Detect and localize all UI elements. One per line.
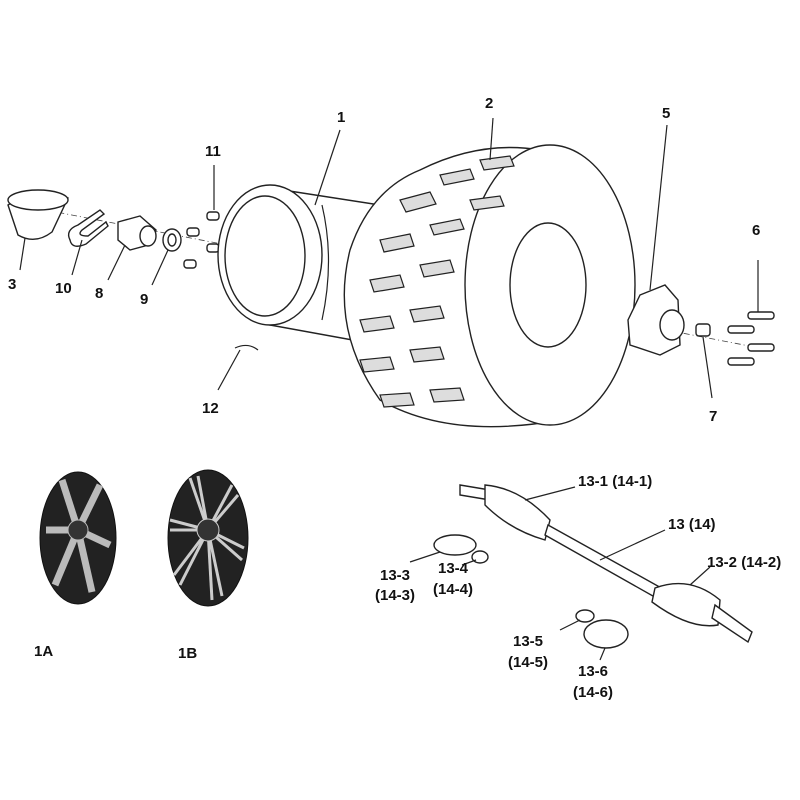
part-5-wheel-hub (627, 284, 685, 356)
part-10-cotter-pin (67, 209, 109, 247)
callout-13-1: 13-1 (14-1) (578, 473, 652, 490)
callout-1a: 1A (34, 643, 53, 660)
callout-3: 3 (8, 276, 16, 293)
callout-13-3: 13-3 (380, 567, 410, 584)
callout-14-5: (14-5) (508, 654, 548, 671)
callout-5: 5 (662, 105, 670, 122)
part-8-castle-nut (117, 215, 157, 251)
part-1b-wheel (167, 469, 249, 607)
callout-9: 9 (140, 291, 148, 308)
callout-6: 6 (752, 222, 760, 239)
callout-11: 11 (205, 143, 221, 160)
part-1a-wheel (39, 471, 117, 605)
callout-13-2: 13-2 (14-2) (707, 554, 781, 571)
callout-10: 10 (55, 280, 72, 297)
part-12-valve-stem (234, 344, 259, 351)
callout-13: 13 (14) (668, 516, 716, 533)
callout-13-4: 13-4 (438, 560, 469, 577)
callout-14-4: (14-4) (433, 581, 473, 598)
leader-lines (19, 117, 759, 661)
part-7-hub-nut (695, 323, 711, 337)
callout-2: 2 (485, 95, 493, 112)
callout-12: 12 (202, 400, 219, 417)
callout-14-6: (14-6) (573, 684, 613, 701)
callout-7: 7 (709, 408, 717, 425)
callout-13-5: 13-5 (513, 633, 543, 650)
part-3-hub-cap (7, 189, 69, 240)
callout-8: 8 (95, 285, 103, 302)
callout-1b: 1B (178, 645, 197, 662)
callout-14-3: (14-3) (375, 587, 415, 604)
part-2-tire (343, 144, 636, 428)
callout-13-6: 13-6 (578, 663, 608, 680)
part-13-5-ring (575, 609, 595, 623)
part-13-6-ring (583, 619, 629, 649)
callout-1: 1 (337, 109, 345, 126)
part-6-studs (727, 311, 775, 366)
part-9-washer (162, 228, 182, 252)
part-13-3-ring (433, 534, 477, 556)
part-13-drive-shaft (459, 484, 753, 644)
